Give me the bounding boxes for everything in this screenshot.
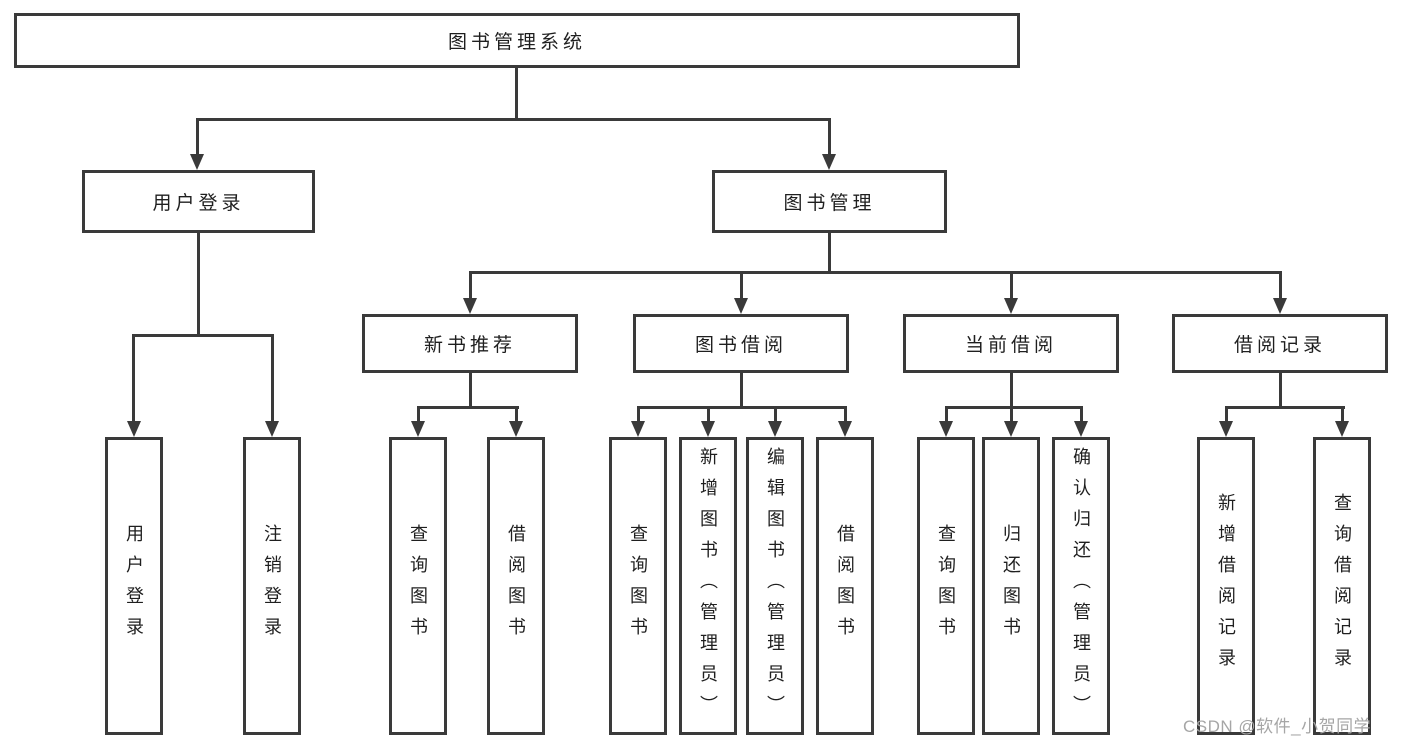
arrowhead-down (701, 421, 715, 437)
connector-line (707, 406, 710, 423)
connector-line (469, 271, 472, 300)
leaf-recommend-borrow-book-label: 借阅图书 (506, 524, 526, 648)
node-user-login: 用户登录 (82, 170, 315, 233)
connector-line (1225, 406, 1345, 409)
arrowhead-down (1219, 421, 1233, 437)
connector-line (196, 118, 199, 158)
leaf-current-return-book-label: 归还图书 (1001, 524, 1021, 648)
connector-line (515, 68, 518, 121)
leaf-borrow-edit-book-admin-label: 编辑图书（管理员） (765, 446, 785, 726)
leaf-borrow-add-book-admin: 新增图书（管理员） (679, 437, 737, 735)
leaf-borrow-query-book: 查询图书 (609, 437, 667, 735)
leaf-current-confirm-return-admin-label: 确认归还（管理员） (1071, 446, 1091, 726)
leaf-user-login: 用户登录 (105, 437, 163, 735)
arrowhead-down (127, 421, 141, 437)
arrowhead-down (509, 421, 523, 437)
leaf-records-add-record-label: 新增借阅记录 (1216, 493, 1236, 679)
arrowhead-down (631, 421, 645, 437)
node-root-library-system: 图书管理系统 (14, 13, 1020, 68)
leaf-current-query-book: 查询图书 (917, 437, 975, 735)
connector-line (1010, 406, 1013, 423)
connector-line (271, 334, 274, 423)
connector-line (417, 406, 420, 423)
connector-line (1279, 373, 1282, 409)
leaf-current-confirm-return-admin: 确认归还（管理员） (1052, 437, 1110, 735)
leaf-recommend-query-book-label: 查询图书 (408, 524, 428, 648)
connector-line (740, 373, 743, 409)
connector-line (132, 334, 274, 337)
arrowhead-down (1004, 298, 1018, 314)
arrowhead-down (838, 421, 852, 437)
connector-line (196, 118, 831, 121)
arrowhead-down (939, 421, 953, 437)
connector-line (1279, 271, 1282, 300)
leaf-logout-label: 注销登录 (262, 524, 282, 648)
leaf-records-query-record-label: 查询借阅记录 (1332, 493, 1352, 679)
arrowhead-down (463, 298, 477, 314)
leaf-records-query-record: 查询借阅记录 (1313, 437, 1371, 735)
node-current-borrow: 当前借阅 (903, 314, 1119, 373)
connector-line (469, 271, 1282, 274)
leaf-records-add-record: 新增借阅记录 (1197, 437, 1255, 735)
arrowhead-down (411, 421, 425, 437)
leaf-user-login-label: 用户登录 (124, 524, 144, 648)
connector-line (828, 233, 831, 274)
leaf-logout: 注销登录 (243, 437, 301, 735)
arrowhead-down (734, 298, 748, 314)
connector-line (637, 406, 847, 409)
leaf-borrow-borrow-book-label: 借阅图书 (835, 524, 855, 648)
arrowhead-down (265, 421, 279, 437)
connector-line (844, 406, 847, 423)
leaf-current-query-book-label: 查询图书 (936, 524, 956, 648)
connector-line (945, 406, 948, 423)
node-book-borrow: 图书借阅 (633, 314, 849, 373)
arrowhead-down (1004, 421, 1018, 437)
watermark-text: CSDN @软件_小贺同学 (1183, 717, 1372, 736)
connector-line (1010, 373, 1013, 409)
arrowhead-down (768, 421, 782, 437)
leaf-recommend-borrow-book: 借阅图书 (487, 437, 545, 735)
node-book-management: 图书管理 (712, 170, 947, 233)
connector-line (1341, 406, 1344, 423)
leaf-recommend-query-book: 查询图书 (389, 437, 447, 735)
arrowhead-down (822, 154, 836, 170)
leaf-borrow-query-book-label: 查询图书 (628, 524, 648, 648)
leaf-current-return-book: 归还图书 (982, 437, 1040, 735)
arrowhead-down (1074, 421, 1088, 437)
connector-line (132, 334, 135, 423)
leaf-borrow-borrow-book: 借阅图书 (816, 437, 874, 735)
connector-line (417, 406, 519, 409)
connector-line (828, 118, 831, 158)
connector-line (197, 233, 200, 337)
node-borrow-records: 借阅记录 (1172, 314, 1388, 373)
connector-line (515, 406, 518, 423)
leaf-borrow-edit-book-admin: 编辑图书（管理员） (746, 437, 804, 735)
arrowhead-down (1335, 421, 1349, 437)
connector-line (637, 406, 640, 423)
connector-line (740, 271, 743, 300)
arrowhead-down (190, 154, 204, 170)
connector-line (774, 406, 777, 423)
connector-line (945, 406, 1083, 409)
arrowhead-down (1273, 298, 1287, 314)
connector-line (1080, 406, 1083, 423)
connector-line (469, 373, 472, 409)
leaf-borrow-add-book-admin-label: 新增图书（管理员） (698, 446, 718, 726)
node-new-book-recommend: 新书推荐 (362, 314, 578, 373)
connector-line (1010, 271, 1013, 300)
connector-line (1225, 406, 1228, 423)
